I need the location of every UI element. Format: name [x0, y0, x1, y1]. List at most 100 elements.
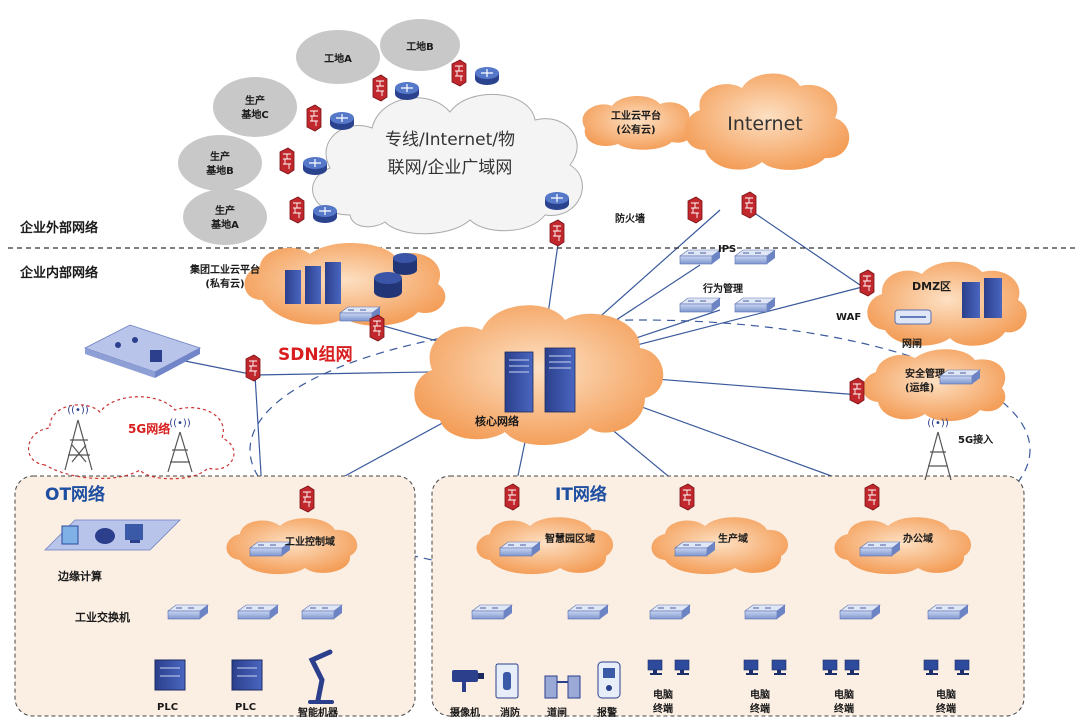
- control-domain-label: 工业控制域: [285, 535, 335, 548]
- wan-cloud: 专线/Internet/物 联网/企业广域网: [312, 93, 583, 235]
- device-label: 终端: [834, 702, 854, 715]
- antenna-icon: ((•)): [169, 418, 191, 429]
- core-network-cloud: 核心网络: [414, 305, 664, 446]
- domain-label: 生产域: [718, 532, 748, 545]
- 5g-network-cloud: 5G网络 ((•)) ((•)): [28, 396, 235, 480]
- device-label: 电脑: [936, 688, 956, 701]
- dmz-cloud: DMZ区 网闸: [867, 261, 1027, 350]
- device-label: 摄像机: [450, 706, 480, 719]
- internet-cloud: Internet: [684, 73, 850, 170]
- firewall-icon: [679, 483, 695, 511]
- firewall-icon: [372, 74, 388, 102]
- behavior-switch-icon: [734, 297, 776, 313]
- access-switch-icon: [744, 604, 786, 620]
- group-cloud-label: 集团工业云平台: [189, 263, 260, 276]
- edge-platform-icon: [83, 324, 202, 378]
- gatekeeper-label: 网闸: [902, 337, 922, 350]
- firewall-icon: [849, 377, 865, 405]
- device-label: 道闸: [547, 706, 567, 719]
- industrial-switch-icon: [167, 604, 209, 620]
- router-icon: [302, 156, 328, 176]
- core-network-label: 核心网络: [475, 414, 519, 428]
- firewall-icon: [299, 485, 315, 513]
- router-icon: [312, 204, 338, 224]
- access-switch-icon: [471, 604, 513, 620]
- industrial-switch-icon: [237, 604, 279, 620]
- industrial-cloud-sublabel: (公有云): [616, 123, 655, 136]
- device-label: PLC: [157, 702, 178, 713]
- 5g-access-label: 5G接入: [958, 433, 993, 446]
- access-switch-icon: [649, 604, 691, 620]
- antenna-icon: ((•)): [927, 418, 949, 429]
- domain-label: 智慧园区域: [545, 532, 595, 545]
- core-switch-icon: [504, 351, 534, 413]
- ot-edge-computing: 边缘计算: [44, 519, 181, 583]
- firewall-icon: [864, 483, 880, 511]
- device-label: PLC: [235, 702, 256, 713]
- edge-computing-label: 边缘计算: [57, 569, 102, 583]
- robot-arm-icon: [308, 649, 334, 704]
- ot-zone: [14, 475, 416, 717]
- site-label: 基地A: [210, 218, 239, 231]
- firewall-icon: [687, 196, 703, 224]
- dmz-label: DMZ区: [912, 280, 951, 293]
- site-label: 基地C: [240, 108, 268, 121]
- firewall-label: 防火墙: [615, 212, 645, 225]
- camera-icon: [452, 670, 484, 692]
- firewall-icon: [289, 196, 305, 224]
- firewall-icon: [859, 269, 875, 297]
- it-domain-clouds: [476, 517, 972, 575]
- site-label: 工地A: [324, 52, 352, 65]
- security-mgmt-label: 安全管理: [905, 367, 945, 380]
- industrial-control-domain: 工业控制域: [226, 518, 358, 575]
- security-management-cloud: 安全管理 (运维): [862, 349, 1006, 422]
- router-icon: [394, 81, 420, 101]
- access-switch-icon: [567, 604, 609, 620]
- site-label: 基地B: [205, 164, 234, 177]
- wan-label-line2: 联网/企业广域网: [388, 158, 513, 178]
- 5g-network-label: 5G网络: [128, 421, 170, 436]
- domain-label: 办公域: [903, 532, 933, 545]
- site-label: 工地B: [406, 40, 434, 53]
- device-label: 消防: [500, 706, 520, 719]
- firewall-icon: [741, 191, 757, 219]
- router-icon: [544, 191, 570, 211]
- wan-label-line1: 专线/Internet/物: [385, 130, 515, 150]
- firewall-icon: [369, 314, 385, 342]
- fire-extinguisher-icon: [495, 663, 519, 699]
- firewall-icon: [245, 354, 261, 382]
- industrial-public-cloud: 工业云平台 (公有云): [582, 95, 693, 150]
- security-switches: IPS 行为管理: [679, 244, 776, 313]
- group-private-cloud: [244, 242, 446, 342]
- router-icon: [329, 111, 355, 131]
- it-title: IT网络: [555, 484, 607, 505]
- ips-switch-icon: [679, 249, 721, 265]
- plc-icon: [231, 659, 263, 691]
- plc-icon: [154, 659, 186, 691]
- 5g-access-tower: [924, 431, 952, 481]
- internal-zone-label: 企业内部网络: [19, 265, 98, 281]
- internet-label: Internet: [727, 113, 802, 135]
- site-label: 生产: [215, 204, 235, 217]
- external-zone-label: 企业外部网络: [19, 220, 98, 236]
- firewall-icon: [306, 104, 322, 132]
- access-switch-icon: [839, 604, 881, 620]
- firewall-icon: [451, 59, 467, 87]
- it-zone: [431, 475, 1025, 717]
- ips-label: IPS: [718, 244, 736, 255]
- firewall-icon: [279, 147, 295, 175]
- industrial-switch-icon: [301, 604, 343, 620]
- router-icon: [474, 66, 500, 86]
- device-label: 电脑: [653, 688, 673, 701]
- firewall-icon: [504, 483, 520, 511]
- ot-title: OT网络: [45, 484, 105, 505]
- ips-switch-icon: [734, 249, 776, 265]
- site-label: 生产: [210, 150, 230, 163]
- firewall-icon: [549, 219, 565, 247]
- device-label: 终端: [936, 702, 956, 715]
- device-label: 终端: [750, 702, 770, 715]
- alarm-icon: [597, 661, 621, 699]
- industrial-switch-label: 工业交换机: [75, 610, 130, 624]
